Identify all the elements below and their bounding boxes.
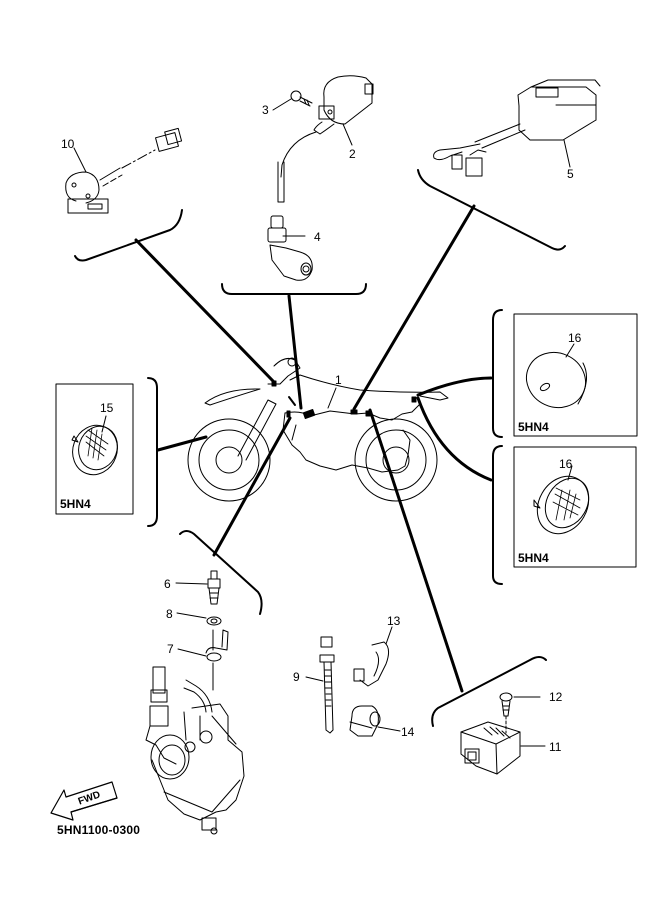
- callout-8: 8: [166, 607, 173, 621]
- model-code-box-15: 5HN4: [60, 497, 91, 511]
- part-14-holder: [349, 705, 401, 737]
- part-3-bolt: [290, 90, 313, 107]
- part-6-fitting: [175, 570, 221, 605]
- callout-15: 15: [100, 401, 114, 415]
- part-7-bracket: [177, 629, 229, 691]
- part-11-relay: [460, 721, 546, 775]
- callout-14: 14: [401, 725, 415, 739]
- model-code-box-16-lower: 5HN4: [518, 551, 549, 565]
- part-10-sensor: [65, 127, 183, 214]
- callout-12: 12: [549, 690, 563, 704]
- variant-box-16-upper: [513, 313, 638, 437]
- callout-11: 11: [549, 740, 562, 754]
- group-brackets: [74, 169, 566, 727]
- part-13-clamp: [353, 626, 393, 687]
- callout-2: 2: [349, 147, 356, 161]
- part-12-bolt: [499, 692, 541, 734]
- callout-16-lower: 16: [559, 457, 573, 471]
- callout-16-upper: 16: [568, 331, 582, 345]
- part-8-washer: [176, 612, 222, 626]
- variant-box-15: [55, 383, 134, 515]
- callout-leaders: [73, 98, 571, 409]
- variant-box-16-lower: [513, 446, 637, 568]
- callout-3: 3: [262, 103, 269, 117]
- callout-13: 13: [387, 614, 401, 628]
- callout-7: 7: [167, 642, 174, 656]
- carburetor: [145, 666, 245, 835]
- callout-9: 9: [293, 670, 300, 684]
- callout-10: 10: [61, 137, 75, 151]
- callout-5: 5: [567, 167, 574, 181]
- model-code-box-16-upper: 5HN4: [518, 420, 549, 434]
- part-5-connector: [433, 79, 601, 177]
- motorcycle-outline: [187, 357, 449, 502]
- callout-4: 4: [314, 230, 321, 244]
- fwd-arrow-icon: [50, 781, 118, 821]
- part-4-plug-cap: [267, 215, 313, 281]
- leader-lines: [134, 204, 493, 693]
- callout-1: 1: [335, 373, 342, 387]
- part-2-ignition-coil: [277, 75, 374, 203]
- callout-6: 6: [164, 577, 171, 591]
- diagram-reference-code: 5HN1100-0300: [57, 823, 141, 837]
- part-9-cable-tie: [305, 636, 335, 734]
